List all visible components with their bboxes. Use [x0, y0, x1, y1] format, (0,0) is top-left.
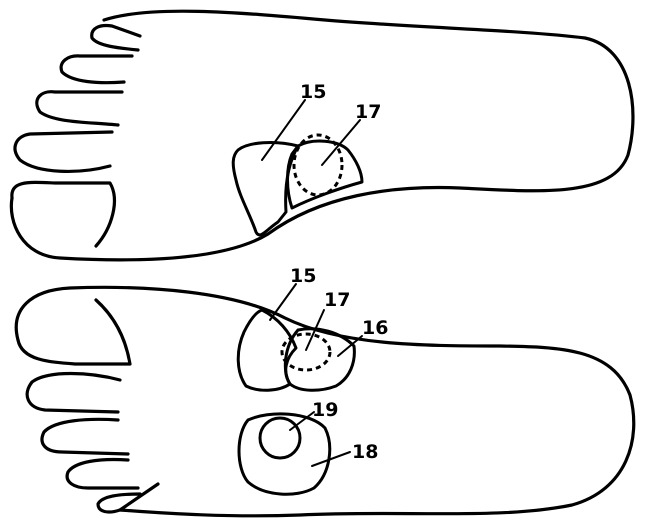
- top-toe-2: [15, 132, 112, 171]
- top-label-17: 17: [355, 101, 381, 123]
- bottom-region-16: [285, 329, 354, 390]
- top-big-toe: [12, 182, 115, 246]
- bottom-big-toe: [18, 300, 130, 364]
- bottom-15-leader: [270, 284, 296, 320]
- top-label-15: 15: [300, 81, 326, 103]
- bottom-toe-4: [67, 460, 138, 489]
- bottom-label-15: 15: [290, 265, 316, 287]
- top-toe-4: [61, 56, 132, 83]
- top-foot-outline: [11, 11, 633, 260]
- bottom-foot: 15 17 16 19 18: [16, 265, 634, 516]
- top-toe-3: [37, 92, 122, 125]
- bottom-toe-3: [42, 419, 128, 454]
- bottom-label-18: 18: [352, 441, 378, 463]
- top-foot: 15 17: [11, 11, 633, 260]
- bottom-region-18: [239, 414, 330, 494]
- bottom-region-19: [260, 418, 300, 458]
- bottom-label-19: 19: [312, 399, 338, 421]
- bottom-label-16: 16: [362, 317, 388, 339]
- top-toe-5: [92, 26, 140, 51]
- bottom-toe-2: [27, 374, 120, 413]
- top-15-leader: [262, 100, 305, 160]
- bottom-label-17: 17: [324, 289, 350, 311]
- bottom-dotted-region-17: [282, 334, 330, 370]
